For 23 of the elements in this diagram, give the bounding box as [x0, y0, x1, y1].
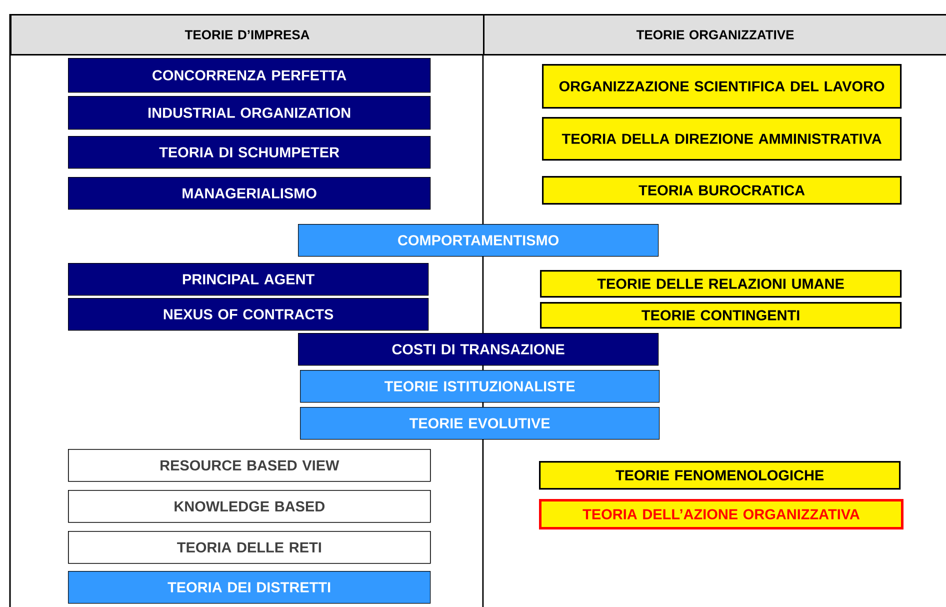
theory-box: TEORIA BUROCRATICA	[542, 176, 902, 205]
theory-box: TEORIA DELLE RETI	[68, 531, 431, 564]
theory-box: PRINCIPAL AGENT	[68, 263, 429, 296]
theory-box: TEORIE DELLE RELAZIONI UMANE	[540, 270, 902, 298]
theory-box: CONCORRENZA PERFETTA	[68, 58, 431, 93]
theory-box: TEORIA DELLA DIREZIONE AMMINISTRATIVA	[542, 117, 902, 161]
theory-box: COMPORTAMENTISMO	[298, 224, 659, 257]
theory-box: TEORIE ISTITUZIONALISTE	[300, 370, 660, 403]
theory-box: TEORIA DELL’AZIONE ORGANIZZATIVA	[539, 499, 904, 530]
header-cell: TEORIE D’IMPRESA	[10, 14, 484, 56]
theory-box: RESOURCE BASED VIEW	[68, 449, 431, 482]
header-cell: TEORIE ORGANIZZATIVE	[483, 14, 946, 56]
theory-box: TEORIE EVOLUTIVE	[300, 407, 660, 440]
theory-box: TEORIA DEI DISTRETTI	[68, 571, 431, 604]
theory-box: INDUSTRIAL ORGANIZATION	[68, 96, 431, 130]
theory-box: TEORIE FENOMENOLOGICHE	[539, 461, 901, 490]
theory-box: NEXUS OF CONTRACTS	[68, 298, 429, 331]
theory-box: COSTI DI TRANSAZIONE	[298, 333, 659, 366]
theory-box: TEORIA DI SCHUMPETER	[68, 136, 431, 169]
theory-box: ORGANIZZAZIONE SCIENTIFICA DEL LAVORO	[542, 64, 902, 109]
theory-box: KNOWLEDGE BASED	[68, 490, 431, 523]
theory-box: MANAGERIALISMO	[68, 177, 431, 210]
theory-box: TEORIE CONTINGENTI	[540, 302, 902, 329]
